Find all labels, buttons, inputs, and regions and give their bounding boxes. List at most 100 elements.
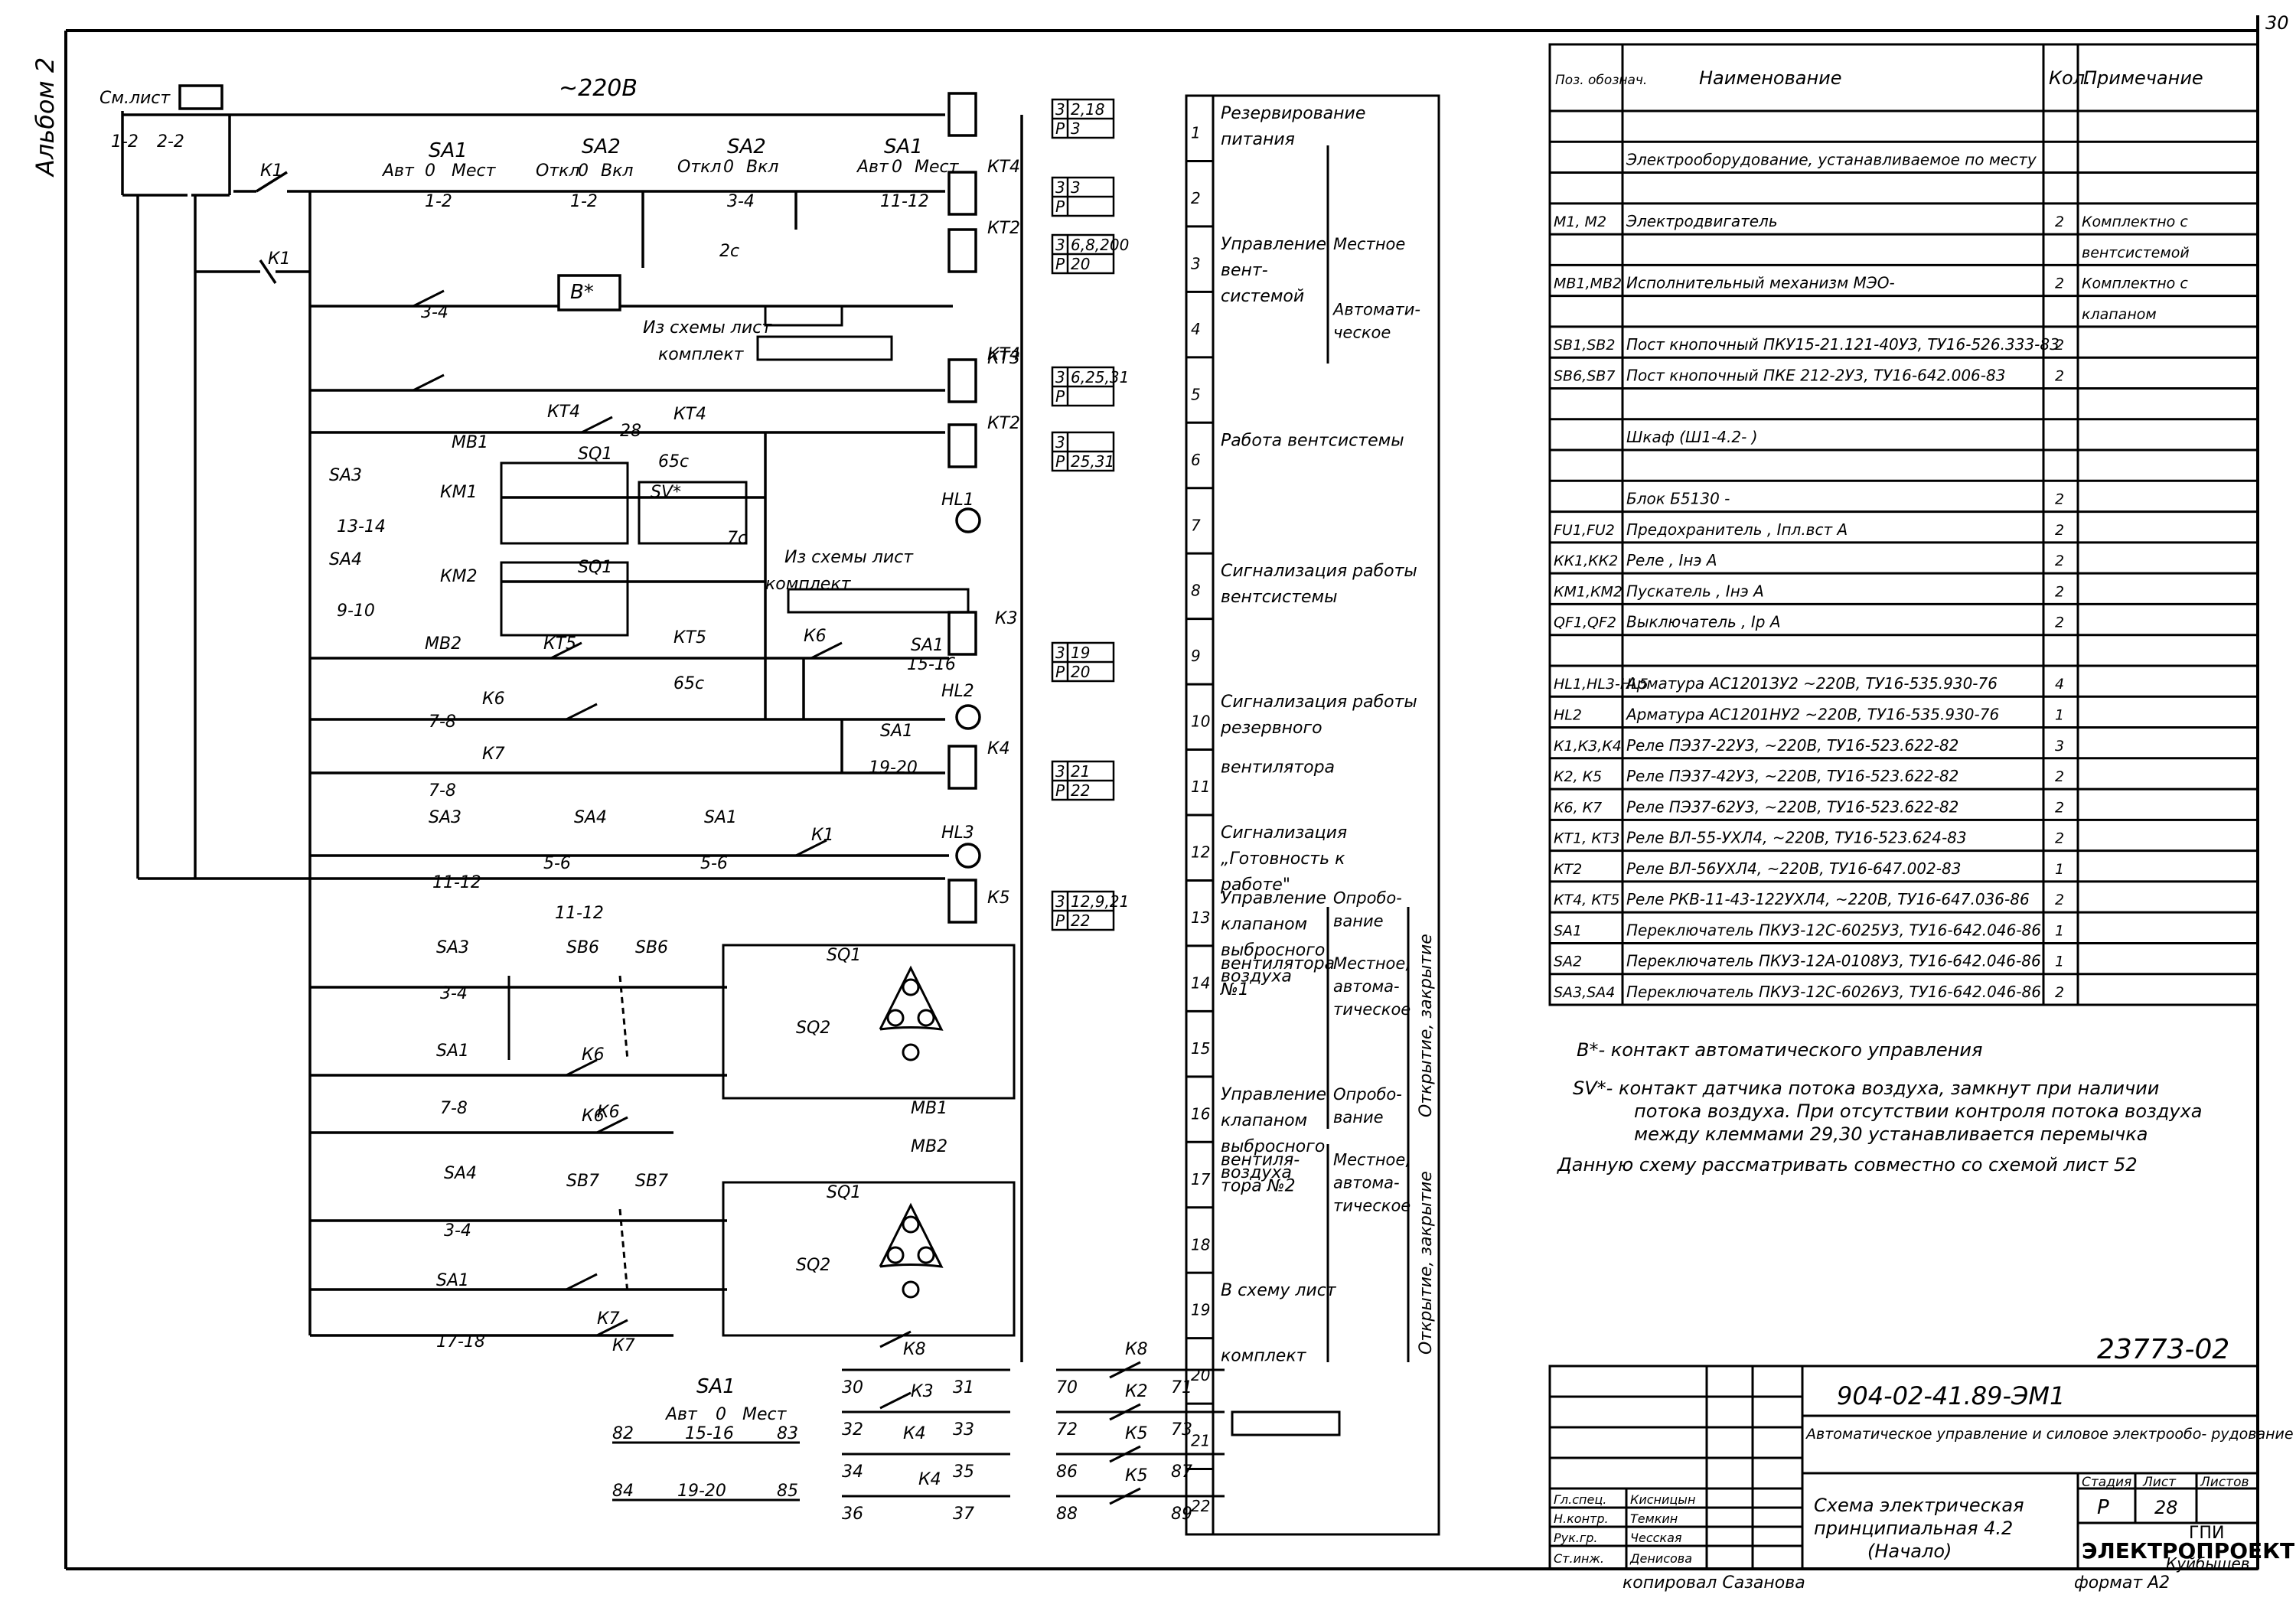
function-row-label: клапаном bbox=[1221, 1111, 1307, 1130]
svg-text:3: 3 bbox=[1071, 119, 1081, 138]
spec-cell: SB1,SB2 bbox=[1554, 337, 1615, 354]
spec-cell: 2 bbox=[2055, 984, 2064, 1001]
function-row-sublabel: Опробо- bbox=[1333, 1085, 1402, 1104]
spec-cell: Переключатель ПКУ3-12С-6025У3, ТУ16-642.… bbox=[1626, 921, 2041, 939]
spec-cell: М1, М2 bbox=[1554, 214, 1606, 230]
function-row-label: воздуха bbox=[1221, 1163, 1292, 1182]
svg-text:9-10: 9-10 bbox=[337, 602, 375, 621]
svg-text:28: 28 bbox=[2154, 1497, 2178, 1518]
svg-text:SA4: SA4 bbox=[329, 550, 362, 569]
lamp-hl3-icon bbox=[955, 843, 981, 869]
function-row-sublabel: Местное bbox=[1333, 235, 1405, 253]
svg-text:0: 0 bbox=[578, 161, 589, 181]
svg-text:3: 3 bbox=[1055, 644, 1065, 662]
spec-cell: К2, К5 bbox=[1554, 768, 1602, 785]
svg-text:25,31: 25,31 bbox=[1071, 452, 1114, 471]
svg-text:11-12: 11-12 bbox=[555, 904, 604, 923]
terminal-label: 1-2 bbox=[111, 132, 139, 152]
spec-cell: Пост кнопочный ПКУ15-21.121-40У3, ТУ16-5… bbox=[1626, 335, 2060, 354]
svg-text:Вкл: Вкл bbox=[601, 161, 633, 181]
spec-cell: 2 bbox=[2055, 830, 2064, 847]
svg-text:7-8: 7-8 bbox=[429, 712, 456, 732]
svg-text:потока воздуха. При отсутствии: потока воздуха. При отсутствии контроля … bbox=[1634, 1100, 2202, 1122]
spec-cell: HL2 bbox=[1554, 707, 1582, 724]
function-row-sublabel: Автомати- bbox=[1332, 300, 1420, 318]
svg-text:11-12: 11-12 bbox=[880, 192, 929, 211]
svg-text:SA4: SA4 bbox=[574, 808, 607, 827]
org-name: ЭЛЕКТРОПРОЕКТ bbox=[2082, 1538, 2294, 1563]
svg-text:87: 87 bbox=[1171, 1462, 1192, 1482]
spec-cell: КТ2 bbox=[1554, 861, 1582, 878]
svg-text:0: 0 bbox=[892, 158, 902, 177]
spec-cell: Реле ПЭ37-42У3, ~220В, ТУ16-523.622-82 bbox=[1626, 767, 1958, 785]
svg-text:Лист: Лист bbox=[2142, 1475, 2177, 1490]
svg-text:MB1: MB1 bbox=[452, 433, 488, 452]
svg-text:0: 0 bbox=[723, 158, 734, 177]
svg-text:К6: К6 bbox=[597, 1103, 620, 1122]
function-row-number: 20 bbox=[1191, 1366, 1210, 1384]
spec-cell: Электрооборудование, устанавливаемое по … bbox=[1626, 151, 2037, 169]
function-row-label: работе" bbox=[1220, 875, 1290, 895]
svg-text:SV*: SV* bbox=[651, 483, 681, 502]
spec-cell: Блок Б5130 - bbox=[1626, 490, 1730, 508]
spec-cell: клапаном bbox=[2082, 306, 2157, 323]
spec-cell: 1 bbox=[2055, 922, 2064, 939]
function-row-label: Сигнализация bbox=[1221, 823, 1347, 843]
function-row-number: 14 bbox=[1191, 973, 1210, 992]
doc-code: 904-02-41.89-ЭМ1 bbox=[1837, 1381, 2065, 1410]
function-row-label: выбросного bbox=[1221, 1137, 1325, 1156]
svg-text:SB6: SB6 bbox=[635, 938, 668, 957]
spec-cell: 2 bbox=[2055, 799, 2064, 816]
function-row-sublabel: автома- bbox=[1333, 1173, 1400, 1192]
svg-text:К3: К3 bbox=[995, 609, 1018, 628]
svg-text:К1: К1 bbox=[260, 161, 283, 181]
function-row-label: вентилятора bbox=[1221, 954, 1335, 973]
svg-text:82: 82 bbox=[612, 1424, 634, 1443]
svg-text:3: 3 bbox=[1055, 433, 1065, 452]
svg-text:SA1: SA1 bbox=[704, 808, 737, 827]
function-row-label: Управление bbox=[1221, 1085, 1326, 1104]
svg-text:5-6: 5-6 bbox=[543, 854, 571, 873]
terminal-label: 2-2 bbox=[157, 132, 184, 152]
svg-text:Ст.инж.: Ст.инж. bbox=[1554, 1551, 1604, 1566]
svg-text:0: 0 bbox=[716, 1405, 726, 1424]
svg-text:КМ2: КМ2 bbox=[440, 567, 478, 586]
svg-text:3-4: 3-4 bbox=[727, 192, 755, 211]
function-row-number: 19 bbox=[1191, 1301, 1210, 1319]
svg-text:70: 70 bbox=[1056, 1378, 1078, 1397]
spec-cell: Реле ПЭ37-22У3, ~220В, ТУ16-523.622-82 bbox=[1626, 736, 1958, 755]
svg-text:SA1: SA1 bbox=[880, 722, 913, 741]
svg-text:6,8,200: 6,8,200 bbox=[1071, 236, 1129, 254]
svg-text:19-20: 19-20 bbox=[869, 758, 918, 778]
svg-text:SA2: SA2 bbox=[727, 135, 766, 158]
svg-text:7с: 7с bbox=[727, 529, 747, 548]
signal-lamps bbox=[955, 507, 981, 869]
svg-text:65с: 65с bbox=[673, 674, 704, 693]
svg-text:3: 3 bbox=[1055, 236, 1065, 254]
spec-cell: SA1 bbox=[1554, 922, 1582, 939]
function-row-label: Сигнализация работы bbox=[1221, 693, 1417, 712]
function-row-number: 9 bbox=[1191, 647, 1201, 665]
svg-text:Вкл: Вкл bbox=[746, 158, 778, 177]
spec-cell: HL1,HL3-HL5 bbox=[1554, 676, 1649, 693]
svg-text:6,25,31: 6,25,31 bbox=[1071, 368, 1129, 386]
svg-text:35: 35 bbox=[953, 1462, 974, 1482]
svg-text:КТ4: КТ4 bbox=[673, 405, 706, 424]
svg-text:К7: К7 bbox=[482, 745, 505, 764]
ref-tables: 3 2,18 Р 3 3 3 Р 3 6,8,200 Р 20 3 6,25,3… bbox=[1051, 98, 1129, 931]
svg-text:В*: В* bbox=[570, 281, 594, 304]
function-row-label: Сигнализация работы bbox=[1221, 562, 1417, 581]
spec-cell: Переключатель ПКУ3-12С-6026У3, ТУ16-642.… bbox=[1626, 983, 2041, 1001]
spec-cell: Выключатель , Iр А bbox=[1626, 613, 1781, 631]
function-row-sublabel: тическое bbox=[1333, 1196, 1411, 1215]
svg-text:SQ2: SQ2 bbox=[796, 1019, 830, 1038]
svg-text:К4: К4 bbox=[987, 739, 1010, 758]
spec-cell: 2 bbox=[2055, 214, 2064, 230]
spec-cell: КМ1,КМ2 bbox=[1554, 583, 1623, 600]
function-row-number: 2 bbox=[1191, 189, 1201, 207]
svg-text:3: 3 bbox=[1055, 368, 1065, 386]
spec-cell: Переключатель ПКУ3-12А-0108У3, ТУ16-642.… bbox=[1626, 952, 2041, 970]
svg-text:копировал Сазанова: копировал Сазанова bbox=[1623, 1573, 1805, 1593]
function-row-number: 8 bbox=[1191, 582, 1201, 600]
